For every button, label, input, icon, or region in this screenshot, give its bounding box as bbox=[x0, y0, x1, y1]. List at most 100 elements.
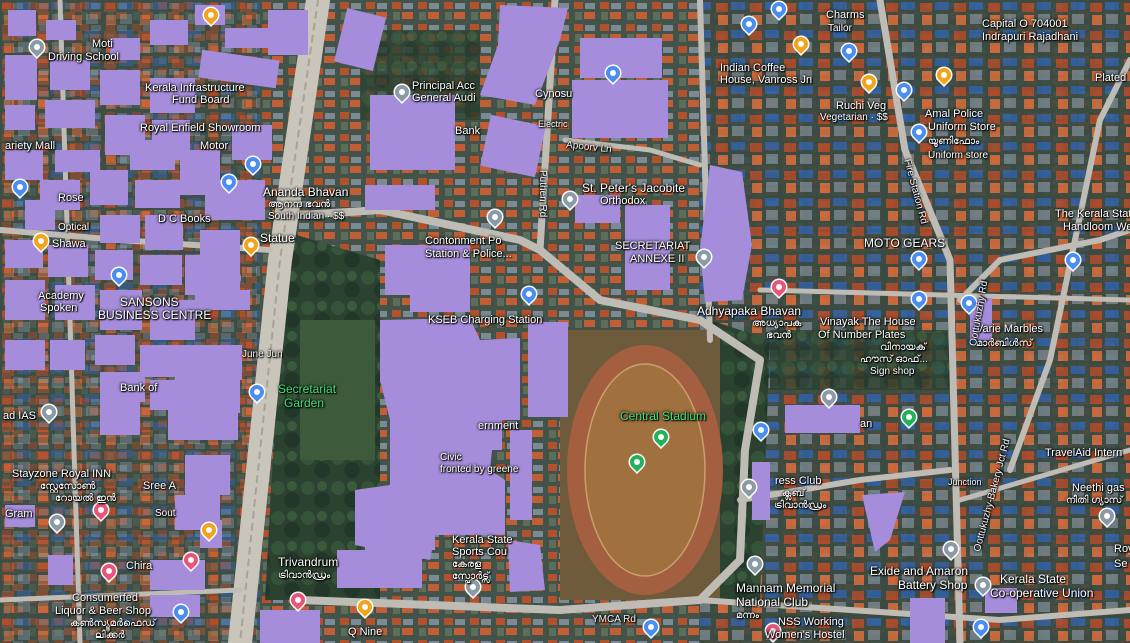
place-label-moti[interactable]: Moti bbox=[92, 38, 113, 50]
place-label-handloom[interactable]: Handloom We bbox=[1063, 221, 1130, 233]
place-label-sansons[interactable]: SANSONS bbox=[120, 295, 179, 309]
building bbox=[140, 345, 182, 377]
place-label-ias[interactable]: ad IAS bbox=[3, 410, 37, 422]
place-label-roy[interactable]: Roy bbox=[1114, 543, 1130, 555]
building bbox=[205, 180, 265, 220]
place-label-ananda[interactable]: Ananda Bhavan bbox=[263, 185, 349, 199]
building bbox=[195, 290, 250, 310]
place-label-number-plates[interactable]: Of Number Plates bbox=[818, 329, 906, 341]
building bbox=[970, 298, 992, 340]
place-label-vanross[interactable]: House, Vanross Jn bbox=[720, 74, 813, 86]
place-label-coop[interactable]: Co-operative Union bbox=[990, 586, 1094, 600]
place-label-amal[interactable]: Amal Police bbox=[925, 108, 984, 120]
place-label-academy[interactable]: Academy bbox=[38, 290, 84, 302]
place-label-bank-of[interactable]: Bank of bbox=[120, 382, 158, 394]
building bbox=[150, 300, 195, 340]
building bbox=[508, 540, 545, 592]
building bbox=[5, 505, 35, 527]
place-label-neethi[interactable]: Neethi gas bbox=[1072, 482, 1125, 494]
place-label-kerala-handloom[interactable]: The Kerala State bbox=[1055, 208, 1130, 220]
building bbox=[8, 10, 36, 36]
place-sublabel: Uniform store bbox=[928, 150, 989, 161]
place-label-electric[interactable]: Electric bbox=[538, 119, 568, 129]
place-label-uniform[interactable]: Uniform Store bbox=[928, 121, 996, 133]
place-label-moto-gears[interactable]: MOTO GEARS bbox=[864, 236, 946, 250]
place-label-vinayak[interactable]: Vinayak The House bbox=[820, 316, 916, 328]
place-label-fronted[interactable]: fronted by greene bbox=[440, 464, 519, 475]
place-label-womens[interactable]: Women's Hostel bbox=[765, 629, 845, 641]
place-label-indian-coffee[interactable]: Indian Coffee bbox=[720, 62, 786, 74]
place-label-an[interactable]: an bbox=[860, 418, 873, 430]
place-label-indrapuri[interactable]: Indrapuri Rajadhani bbox=[982, 31, 1079, 43]
building bbox=[168, 405, 238, 440]
place-label-nss[interactable]: NSS Working bbox=[778, 616, 844, 628]
place-label-government[interactable]: ernment bbox=[478, 420, 519, 432]
place-label-rose[interactable]: Rose bbox=[58, 192, 84, 204]
place-label-driving[interactable]: Driving School bbox=[48, 51, 119, 63]
building bbox=[140, 255, 182, 285]
place-label-capital[interactable]: Capital O 704001 bbox=[982, 18, 1068, 30]
place-label-bank[interactable]: Bank bbox=[455, 125, 481, 137]
place-label-secretariat-annex[interactable]: SECRETARIAT bbox=[615, 240, 691, 252]
place-label-gram[interactable]: Gram bbox=[5, 508, 33, 520]
place-label-travelaid[interactable]: TravelAid Intern bbox=[1045, 447, 1123, 459]
place-label-dcbooks[interactable]: D C Books bbox=[158, 213, 211, 225]
place-label-variety[interactable]: ariety Mall bbox=[5, 140, 56, 152]
building bbox=[462, 418, 502, 450]
place-label-trivandrum[interactable]: Trivandrum bbox=[278, 555, 339, 569]
place-label-battery[interactable]: Battery Shop bbox=[898, 578, 968, 592]
place-label-national-club[interactable]: National Club bbox=[736, 595, 809, 609]
place-label-cynosure[interactable]: Cynosu bbox=[535, 88, 573, 100]
place-label-variety-marbles[interactable]: Varie Marbles bbox=[976, 323, 1044, 335]
place-label-ruchi[interactable]: Ruchi Veg bbox=[836, 100, 887, 112]
place-label-kseb[interactable]: KSEB Charging Station bbox=[428, 314, 543, 326]
place-label-charms[interactable]: Charms bbox=[826, 9, 865, 21]
place-sublabel: മാർബിൾസ് bbox=[976, 338, 1033, 349]
place-label-chira[interactable]: Chira bbox=[126, 560, 153, 572]
place-label-optical[interactable]: Optical bbox=[58, 222, 90, 233]
place-label-kerala-coop[interactable]: Kerala State bbox=[1000, 572, 1067, 586]
place-label-orthodox[interactable]: Orthodox bbox=[600, 195, 646, 207]
place-label-adhyapaka[interactable]: Adhyapaka Bhavan bbox=[697, 304, 802, 318]
place-label-se[interactable]: Se bbox=[1114, 558, 1128, 570]
place-label-plated[interactable]: Plated bbox=[1095, 72, 1127, 84]
place-label-st-peters[interactable]: St. Peter's Jacobite bbox=[582, 181, 686, 195]
place-label-civic[interactable]: Civic bbox=[440, 452, 462, 463]
place-label-mannam[interactable]: Mannam Memorial bbox=[736, 581, 836, 595]
place-label-general[interactable]: General Audi bbox=[412, 92, 476, 104]
place-label-stayzone[interactable]: Stayzone Royal INN bbox=[12, 468, 112, 480]
place-label-fund[interactable]: Fund Board bbox=[172, 94, 230, 106]
place-label-station[interactable]: Station & Police... bbox=[425, 248, 512, 260]
place-label-annex[interactable]: ANNEXE II bbox=[630, 253, 685, 265]
building bbox=[510, 430, 532, 520]
building bbox=[985, 588, 1017, 613]
place-label-garden[interactable]: Garden bbox=[284, 396, 325, 410]
place-label-consumerfed[interactable]: Consumerfed bbox=[72, 592, 139, 604]
place-label-sports[interactable]: Sports Cou bbox=[452, 546, 508, 558]
place-label-press-club[interactable]: ress Club bbox=[775, 475, 822, 487]
place-label-royal-enfield[interactable]: Royal Enfield Showroom bbox=[140, 122, 261, 134]
place-label-kerala-sports[interactable]: Kerala State bbox=[452, 534, 513, 546]
building bbox=[135, 180, 180, 208]
place-label-business[interactable]: BUSINESS CENTRE bbox=[98, 308, 212, 322]
place-label-shawarma[interactable]: Shawa bbox=[52, 238, 86, 250]
building bbox=[150, 560, 205, 590]
place-label-south[interactable]: Sout bbox=[155, 508, 176, 519]
place-sublabel: മന്നം bbox=[736, 610, 760, 621]
building bbox=[95, 335, 135, 365]
place-label-spoken[interactable]: Spoken bbox=[40, 302, 78, 314]
place-label-motors[interactable]: Motor bbox=[200, 140, 229, 152]
place-label-principal[interactable]: Principal Acc bbox=[412, 80, 475, 92]
place-label-central-stadium[interactable]: Central Stadium bbox=[620, 409, 707, 423]
place-label-kinfra[interactable]: Kerala Infrastructure bbox=[145, 82, 245, 94]
place-label-liquor[interactable]: Liquor & Beer Shop bbox=[55, 605, 152, 617]
place-label-secretariat-garden[interactable]: Secretariat bbox=[278, 382, 337, 396]
place-label-exide[interactable]: Exide and Amaron bbox=[870, 564, 969, 578]
place-label-q-nine[interactable]: Q Nine bbox=[348, 626, 383, 638]
place-label-contonment[interactable]: Contonment Po bbox=[425, 235, 502, 247]
place-label-sree[interactable]: Sree A bbox=[143, 480, 177, 492]
place-label-statue[interactable]: Statue bbox=[260, 231, 295, 245]
place-sublabel: വിനായക് bbox=[880, 342, 926, 353]
road-label-june: June Jun bbox=[242, 349, 283, 360]
